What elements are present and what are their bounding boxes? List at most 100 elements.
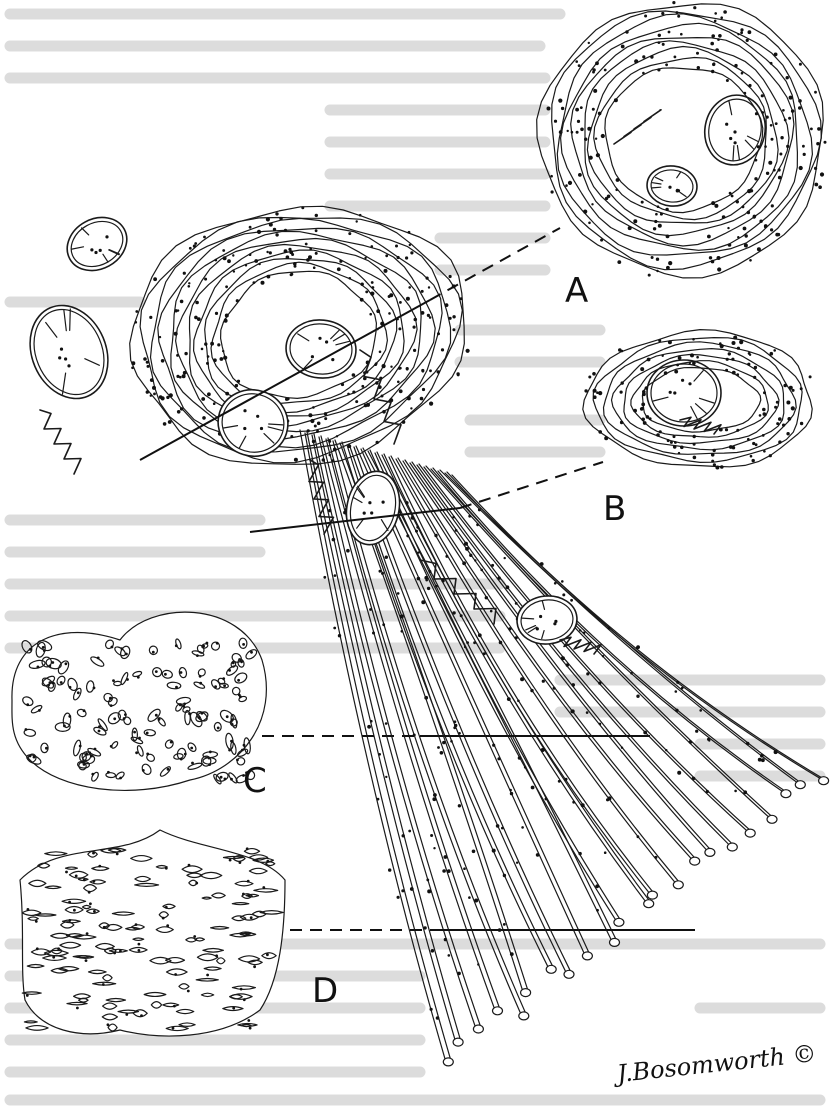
ribosome-dot [405,501,408,504]
ribosome-dot [379,351,382,354]
ribosome-dot [429,316,432,319]
ribosome-dot [643,731,647,735]
ribosome-dot [225,314,229,318]
ribosome-dot [571,683,575,687]
ribosome-dot [517,700,520,703]
section-a-ribosome [584,138,587,141]
ribosome-dot [174,332,178,336]
ribosome-dot [437,370,440,373]
mitochondrion-crista [652,187,661,188]
ribosome-dot [468,515,471,518]
ribosome-dot [478,633,482,637]
ribosome-dot [308,413,312,417]
section-b-ribosome [647,358,651,362]
section-c-ribosome [110,704,113,707]
ribosome-dot [356,220,358,222]
section-a-ribosome [741,72,744,75]
section-c-ribosome [29,648,32,651]
mitochondrion-granule [725,123,728,126]
ribosome-dot [336,435,338,437]
section-b-ribosome [800,387,803,390]
ribosome-dot [492,849,496,853]
section-a-ribosome [711,70,714,73]
er-tubule [405,460,707,850]
ribosome-dot [377,798,380,801]
ribosome-dot [501,827,504,830]
section-d-fragment [24,1021,37,1023]
mitochondrion-granule [536,627,539,630]
section-b-ribosome [680,446,684,450]
ribosome-dot [435,585,438,588]
ribosome-dot [402,420,406,424]
tubule-end [795,781,805,789]
ribosome-dot [180,300,184,304]
ribosome-dot [266,217,270,221]
section-c-ribosome [63,725,66,728]
ribosome-dot [204,342,207,345]
ribosome-dot [379,570,382,573]
section-c-ribosome [223,684,226,687]
section-c-ribosome [83,709,86,712]
artist-signature: J.Bosomworth © [611,1039,818,1088]
section-b-ribosome [678,452,680,454]
ribosome-dot [177,410,181,414]
ribosome-dot [385,254,388,257]
section-b-ribosome [670,441,673,444]
section-c-ribosome [90,755,93,758]
ribosome-dot [431,949,435,953]
section-c-ribosome [180,671,183,674]
section-b-ribosome [656,433,660,437]
section-b-ribosome [693,435,696,438]
mitochondrion-granule [729,137,732,140]
section-c-ribosome [51,682,54,685]
section-d-ribosome [26,994,29,997]
ribosome-dot [411,516,415,520]
mitochondrion-granule [539,615,542,618]
label-b: B [603,489,626,529]
section-d-ribosome [73,909,76,912]
ribosome-dot [364,257,366,259]
section-c-ribosome [45,747,48,750]
section-b-ribosome [800,422,803,425]
section-c-ribosome [81,761,84,764]
section-a-ribosome [583,210,587,214]
ribosome-dot [397,896,400,899]
section-b-ribosome [759,414,762,417]
tubule-end [644,900,654,908]
ribosome-dot [293,262,297,266]
section-b-ribosome [783,384,787,388]
section-b-ribosome [621,381,624,384]
section-a-ribosome [604,69,607,72]
ribosome-dot [168,420,172,424]
ribosome-dot [473,641,476,644]
section-d-ribosome [57,947,60,950]
section-a-ribosome [745,234,748,237]
section-a-ribosome [770,228,773,231]
ribosome-dot [365,291,368,294]
section-b-ribosome [633,409,637,413]
ribosome-dot [743,790,747,794]
section-c-ribosome [125,653,128,656]
section-b-ribosome [640,367,644,371]
section-a-ribosome [740,28,743,31]
section-a-ribosome [814,91,817,94]
ribosome-dot [565,778,568,781]
section-d-ribosome [253,965,256,968]
ribosome-dot [307,429,310,432]
ribosome-dot [146,361,149,364]
ribosome-dot [417,577,421,581]
ribosome-dot [399,301,402,304]
ribosome-dot [290,435,293,438]
section-a-ribosome [677,15,680,18]
section-c-ribosome [119,777,122,780]
section-c-ribosome [137,676,140,679]
section-a-ribosome [576,131,579,134]
section-b-ribosome [792,389,795,392]
section-a-ribosome [668,31,671,34]
tubule-end [564,970,574,978]
section-d-ribosome [98,865,101,868]
section-b-ribosome [659,430,662,433]
section-d-fragment [26,1026,48,1031]
ribosome-dot [150,378,154,382]
ribosome-dot [422,388,425,391]
